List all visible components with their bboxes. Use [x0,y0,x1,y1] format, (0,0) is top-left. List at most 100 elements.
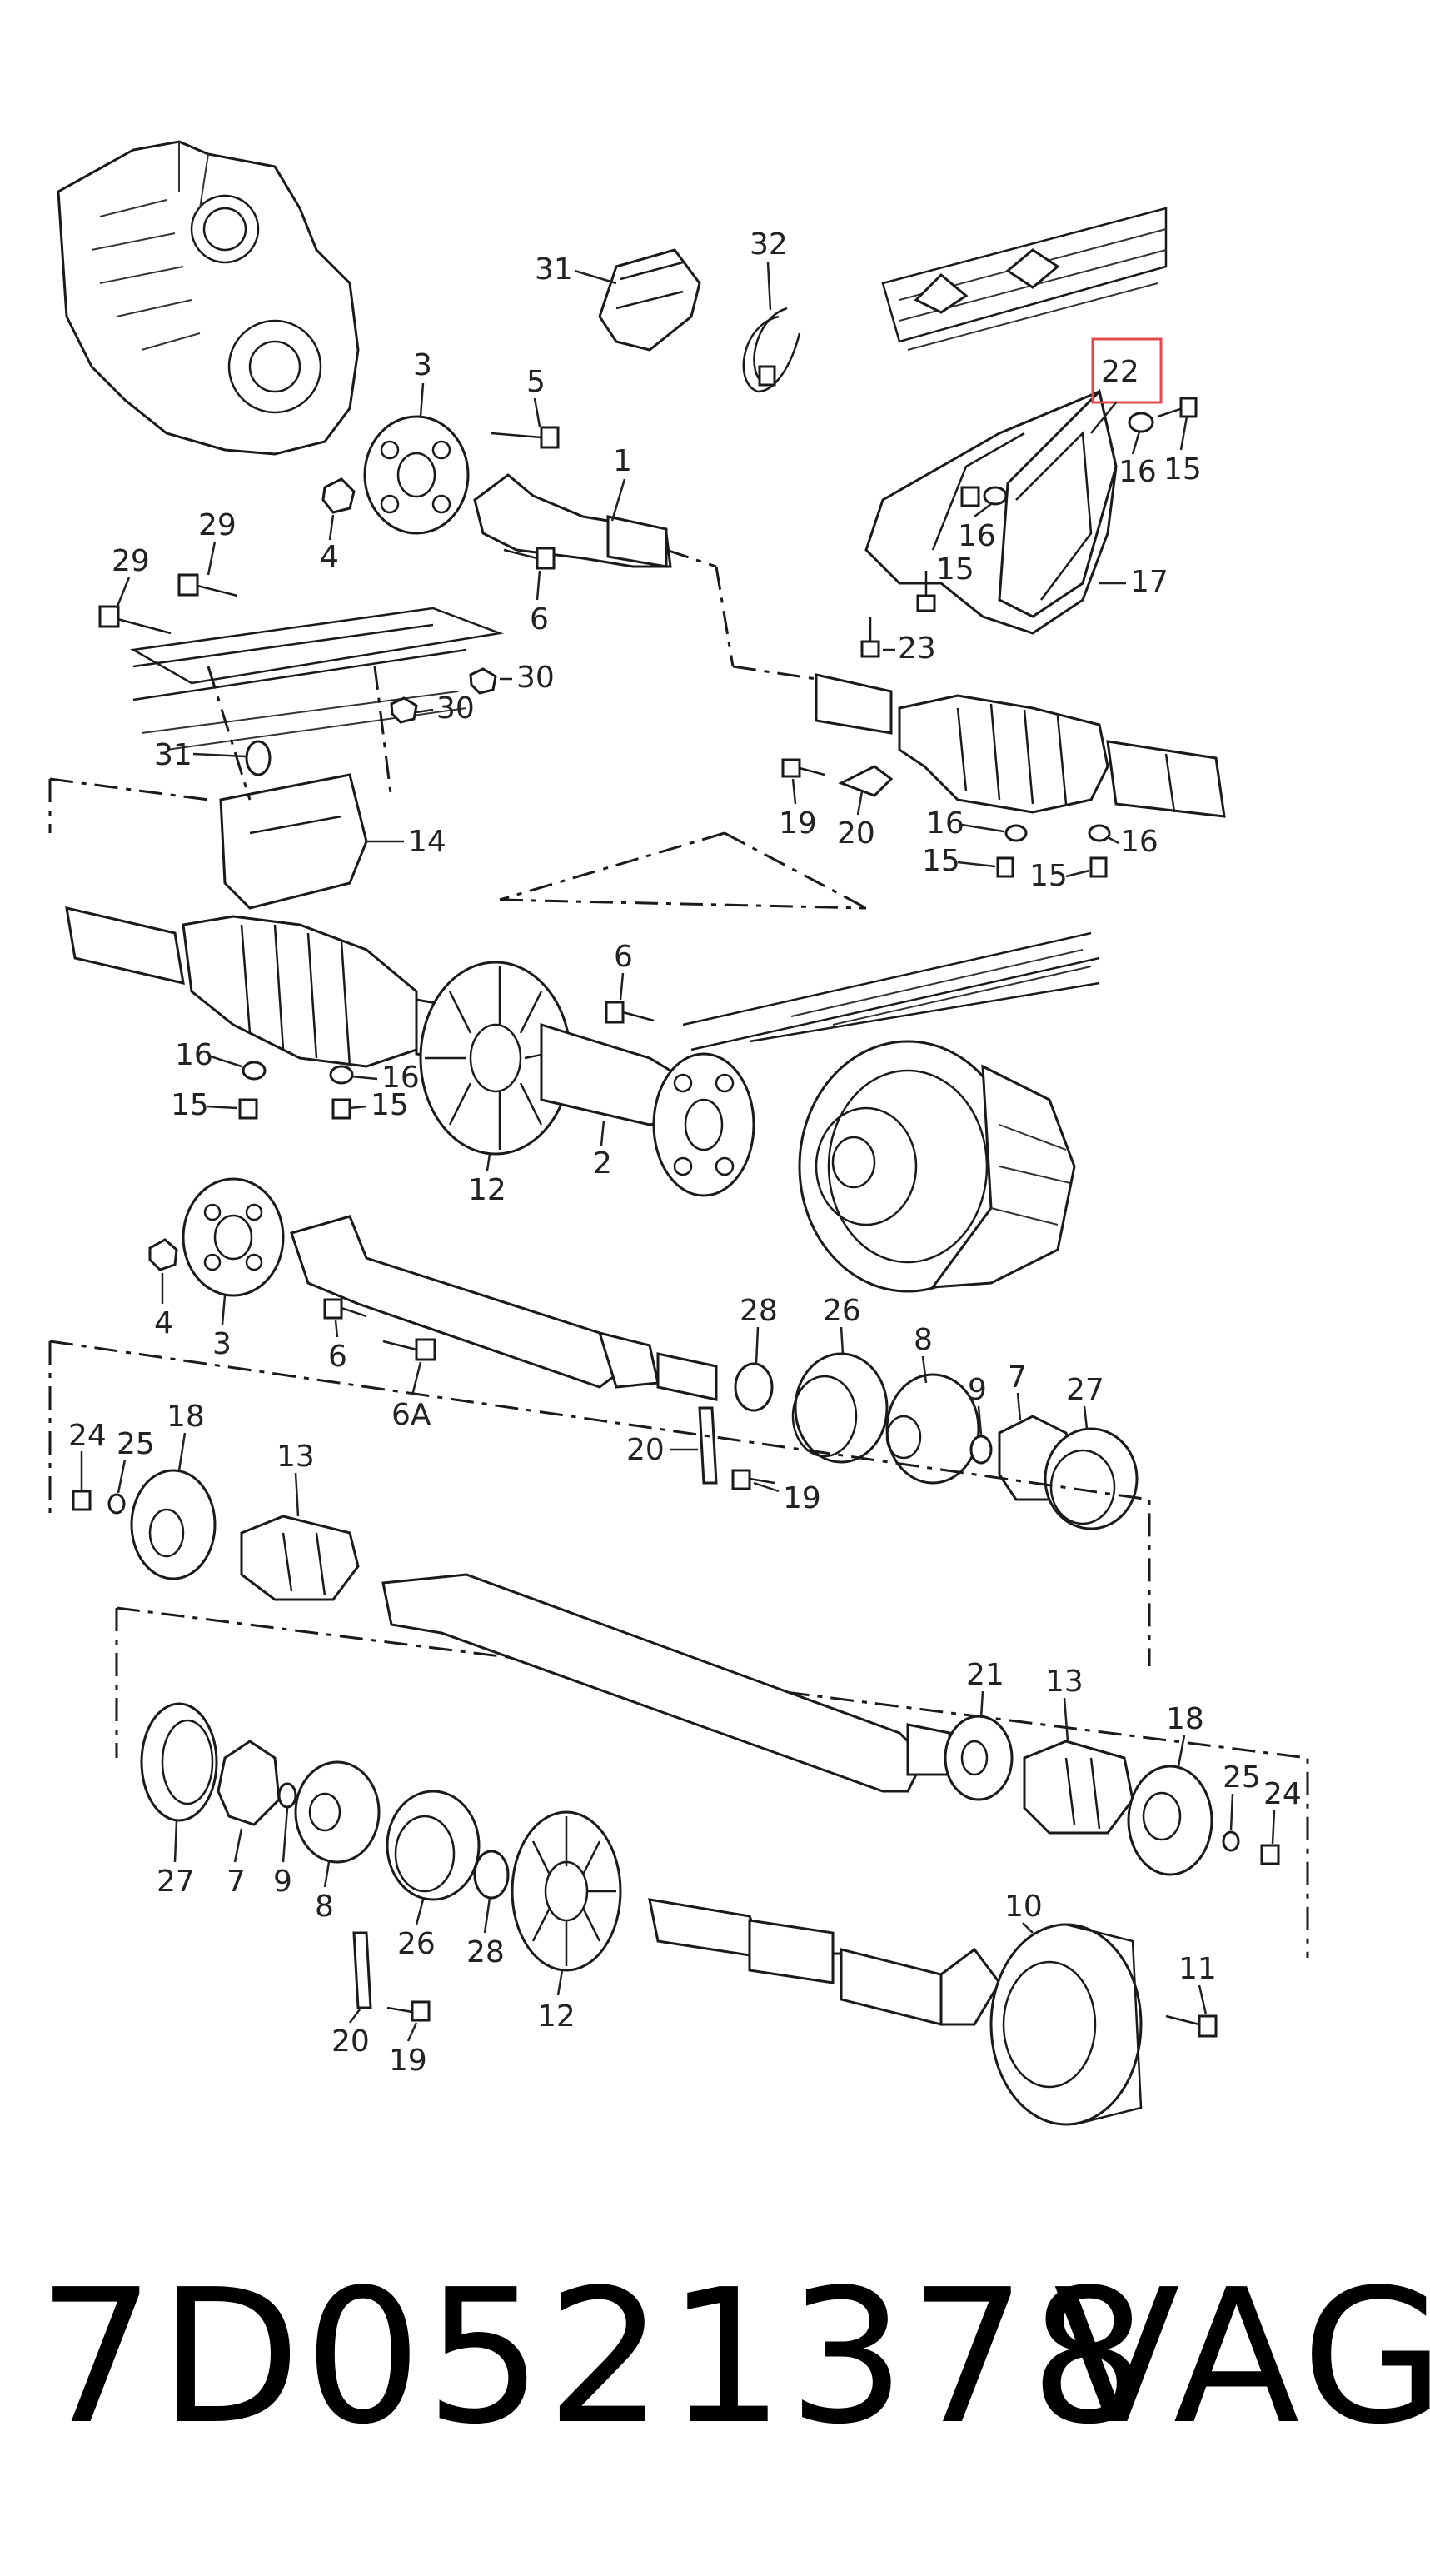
crossmember-left [98,573,504,751]
rear-differential [682,931,1100,1293]
callout-6-middle: 6 [614,940,633,974]
yoke-13-right [1023,1740,1134,1835]
callout-19-lower: 19 [389,2044,427,2078]
callout-15-top: 15 [936,552,974,587]
callout-16-mid-right: 16 [1120,825,1158,859]
callout-9-upper: 9 [968,1373,987,1407]
callout-20-upper: 20 [626,1433,665,1467]
callout-28-lower: 28 [466,1935,505,1969]
bearing-8-lower [294,1760,381,1864]
callout-30-lower: 30 [436,691,475,726]
bolt-6-lower [323,1298,367,1320]
callout-15-left2: 15 [371,1088,409,1122]
callout-25-left: 25 [117,1427,155,1461]
dashed-outline-upper [48,777,867,910]
callout-21: 21 [966,1658,1004,1692]
callout-9-lower: 9 [273,1865,292,1899]
propshaft-front-lower [290,1215,718,1401]
callout-24-left: 24 [68,1419,107,1453]
brand-caption: VAG [1054,2250,1430,2465]
callout-15-mid: 15 [922,844,960,878]
bolt-11 [1165,2014,1218,2038]
callout-18-left: 18 [167,1400,205,1434]
bolt-6-middle [605,1001,655,1024]
callout-12-middle: 12 [468,1173,506,1207]
callout-14: 14 [408,825,446,859]
flex-disc-top [363,415,470,535]
callout-20-lower: 20 [331,2024,370,2059]
circlip-9-lower [277,1782,297,1809]
bolt-5 [491,426,560,449]
callout-4-top: 4 [320,540,339,574]
callout-24-right: 24 [1263,1777,1302,1811]
seal-27-lower [140,1702,218,1822]
callout-17: 17 [1130,565,1168,599]
hardware-left-mid [238,1061,354,1120]
callout-31-left: 31 [154,738,192,772]
callout-5: 5 [526,365,546,399]
callout-15-left: 15 [171,1088,209,1122]
part-number-caption: 7D0521378 [37,2250,1151,2465]
callout-16-top: 16 [958,519,996,553]
flange-18-left [130,1469,217,1580]
callout-19-mid: 19 [779,806,817,841]
callout-12-lower: 12 [537,1999,575,2034]
ring-28-upper [734,1362,774,1412]
ring-28-lower [473,1850,510,1900]
callout-25-right: 25 [1223,1760,1261,1795]
bolt-6a [382,1338,436,1361]
callout-27-lower: 27 [157,1865,195,1899]
circlip-9-upper [969,1435,993,1465]
callout-18-right: 18 [1166,1702,1204,1736]
vibration-damper-10 [989,1923,1143,2126]
flex-disc-lower [182,1177,285,1297]
hardware-right-mid [781,758,1111,878]
callout-20-mid: 20 [837,816,875,851]
hardware-right-top [860,397,1198,658]
callout-16-mid: 16 [926,806,964,841]
callout-29-left: 29 [112,544,150,578]
seal-26-lower [386,1790,481,1901]
bolt-6-top [503,547,556,570]
center-bearing-31 [598,248,701,352]
propshaft-rear-upper [815,673,1226,818]
callout-22: 22 [1101,355,1139,389]
callout-7-lower: 7 [227,1865,246,1899]
callout-6a: 6A [391,1398,431,1432]
callout-26-upper: 26 [823,1294,861,1328]
callout-16-left: 16 [175,1038,213,1072]
callout-3-top: 3 [413,348,432,382]
callout-23: 23 [898,632,936,666]
callout-11: 11 [1178,1952,1217,1986]
callout-labels: 1 2 3 3 4 4 5 6 6 6 6A 7 7 8 8 9 9 10 [68,227,1302,2078]
seal-26-upper [791,1352,889,1464]
clamp-32 [742,307,801,393]
seal-27-upper [1044,1427,1139,1530]
callout-29-right: 29 [198,508,237,542]
hardware-24-25-left [72,1490,126,1515]
callout-15-top-right: 15 [1163,452,1202,487]
hardware-24-25-right [1222,1830,1280,1865]
callout-8-lower: 8 [315,1890,334,1924]
propshaft-rear-tube [381,1573,951,1793]
callout-30-top: 30 [516,661,555,695]
callout-6-lower: 6 [328,1340,347,1374]
callout-8-upper: 8 [914,1323,933,1357]
propshaft-rear-lower [648,1898,1001,2026]
flange-18-right [1127,1765,1213,1876]
bearing-8-upper [885,1373,980,1485]
callout-1: 1 [613,444,632,478]
callout-32: 32 [750,227,788,262]
callout-31-top: 31 [535,252,573,287]
bracket-14 [207,666,393,910]
washer-21 [944,1715,1014,1801]
plate-7-lower [217,1740,281,1826]
callout-19-upper: 19 [783,1481,821,1515]
callout-13-right: 13 [1045,1665,1084,1699]
flex-disc-middle [652,1052,755,1197]
nut-lower [148,1238,178,1271]
callout-7-upper: 7 [1008,1360,1027,1395]
callout-15-mid-right: 15 [1029,859,1068,893]
callout-13-left: 13 [277,1440,315,1474]
